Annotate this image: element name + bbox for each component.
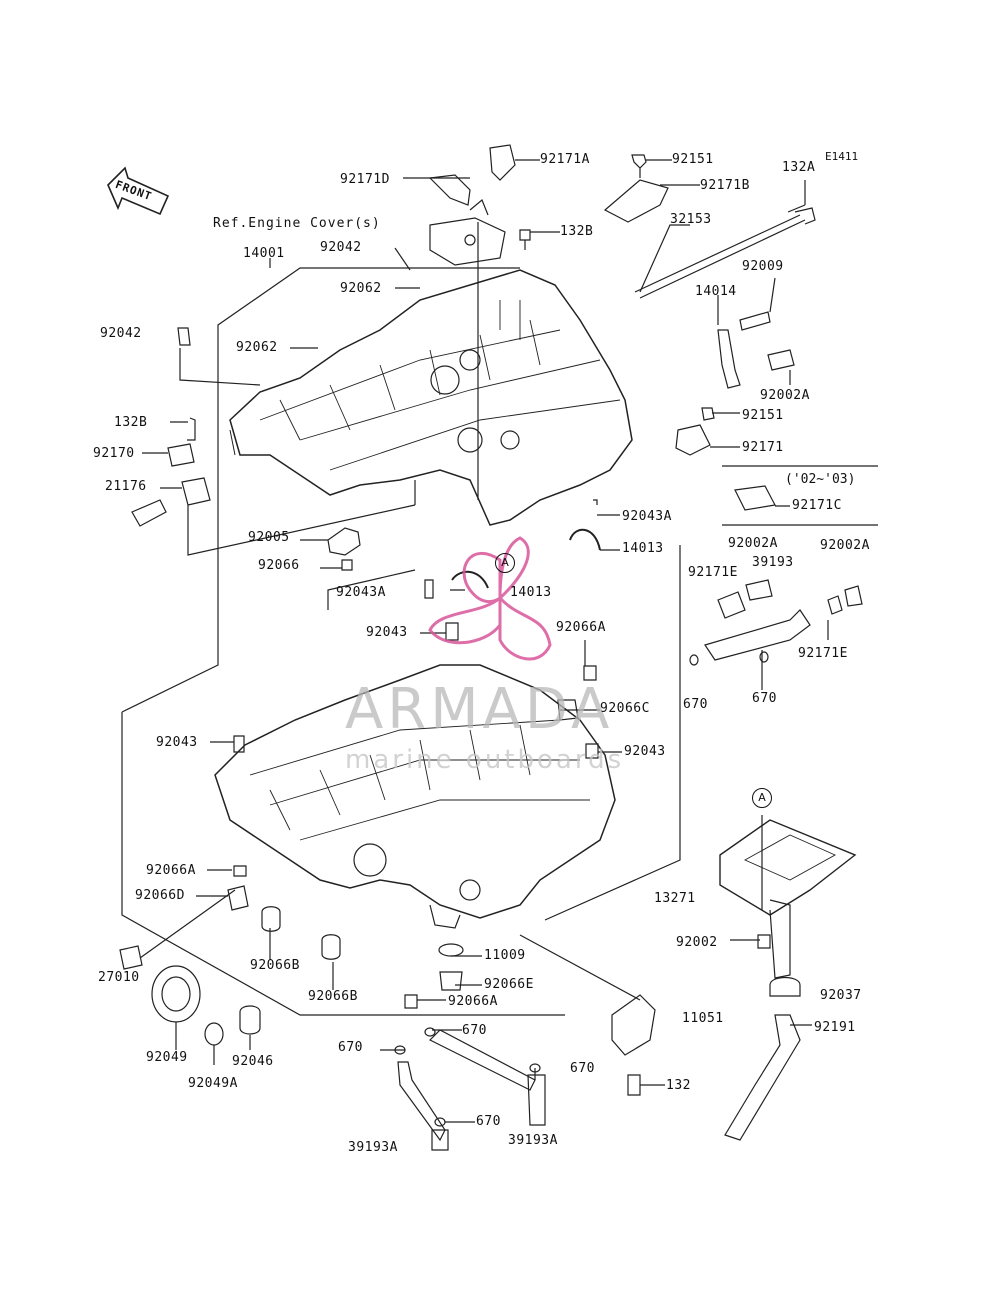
- part-label: 92002: [676, 935, 718, 950]
- part-label: 92170: [93, 446, 135, 461]
- watermark-title: ARMADA: [345, 677, 614, 742]
- part-label: 92066: [258, 558, 300, 573]
- part-label: 670: [462, 1023, 487, 1038]
- part-label: 92066A: [556, 620, 606, 635]
- ref-engine-cover-note: Ref.Engine Cover(s): [213, 216, 381, 231]
- part-label: 92043A: [622, 509, 672, 524]
- hose-92191: [724, 1014, 801, 1141]
- watermark-subtitle: marine outboards: [345, 745, 625, 775]
- part-label: 132: [666, 1078, 691, 1093]
- part-label: 92066A: [448, 994, 498, 1009]
- part-label: 92191: [814, 1020, 856, 1035]
- part-label: 92171: [742, 440, 784, 455]
- sensor-21176: [181, 477, 211, 506]
- part-label: 670: [338, 1040, 363, 1055]
- part-label: 92042: [100, 326, 142, 341]
- part-label: 92151: [672, 152, 714, 167]
- part-label: 132B: [560, 224, 594, 239]
- part-label: 92066B: [250, 958, 300, 973]
- part-label: 92005: [248, 530, 290, 545]
- part-label: 92043: [624, 744, 666, 759]
- part-label: 14013: [622, 541, 664, 556]
- part-label: 39193A: [348, 1140, 398, 1155]
- part-label: 92171D: [340, 172, 390, 187]
- part-label: 670: [476, 1114, 501, 1129]
- circle-marker-a-lower: A: [752, 788, 772, 808]
- part-label: 92066E: [484, 977, 534, 992]
- part-label: 92049: [146, 1050, 188, 1065]
- part-label: 27010: [98, 970, 140, 985]
- lower-crankcase: [214, 664, 616, 919]
- part-label: 14014: [695, 284, 737, 299]
- part-label: 14001: [243, 246, 285, 261]
- part-label: 32153: [670, 212, 712, 227]
- part-label: 39193A: [508, 1133, 558, 1148]
- circle-marker-a-upper: A: [495, 553, 515, 573]
- part-label: 92171E: [688, 565, 738, 580]
- part-label: 39193: [752, 555, 794, 570]
- year-note: ('02~'03): [785, 472, 856, 487]
- part-label: 21176: [105, 479, 147, 494]
- part-label: 14013: [510, 585, 552, 600]
- part-label: 92002A: [820, 538, 870, 553]
- part-label: 92043A: [336, 585, 386, 600]
- part-label: 670: [683, 697, 708, 712]
- part-label: 92042: [320, 240, 362, 255]
- part-label: 92171A: [540, 152, 590, 167]
- part-label: 92049A: [188, 1076, 238, 1091]
- part-label: 670: [570, 1061, 595, 1076]
- part-label: 92062: [236, 340, 278, 355]
- diagram-code: E1411: [825, 150, 859, 163]
- part-label: 92171B: [700, 178, 750, 193]
- part-label: 92002A: [728, 536, 778, 551]
- part-label: 92066C: [600, 701, 650, 716]
- part-label: 92062: [340, 281, 382, 296]
- part-label: 92002A: [760, 388, 810, 403]
- part-label: 92151: [742, 408, 784, 423]
- dowel-92042-left: [177, 327, 191, 346]
- part-label: 92043: [366, 625, 408, 640]
- part-label: 92066A: [146, 863, 196, 878]
- part-label: 92171C: [792, 498, 842, 513]
- part-label: 132A: [782, 160, 816, 175]
- part-label: 92066D: [135, 888, 185, 903]
- part-label: 11051: [682, 1011, 724, 1026]
- part-label: 92066B: [308, 989, 358, 1004]
- part-label: 92171E: [798, 646, 848, 661]
- part-label: 132B: [114, 415, 148, 430]
- part-label: 13271: [654, 891, 696, 906]
- part-label: 92046: [232, 1054, 274, 1069]
- part-label: 11009: [484, 948, 526, 963]
- part-label: 92043: [156, 735, 198, 750]
- upper-crankcase: [229, 269, 633, 526]
- dipstick: [634, 214, 806, 299]
- part-label: 92009: [742, 259, 784, 274]
- part-label: 92037: [820, 988, 862, 1003]
- front-arrow-icon: [107, 166, 170, 216]
- armada-logo-icon: [428, 536, 552, 661]
- part-label: 670: [752, 691, 777, 706]
- cover-plate: [429, 217, 506, 266]
